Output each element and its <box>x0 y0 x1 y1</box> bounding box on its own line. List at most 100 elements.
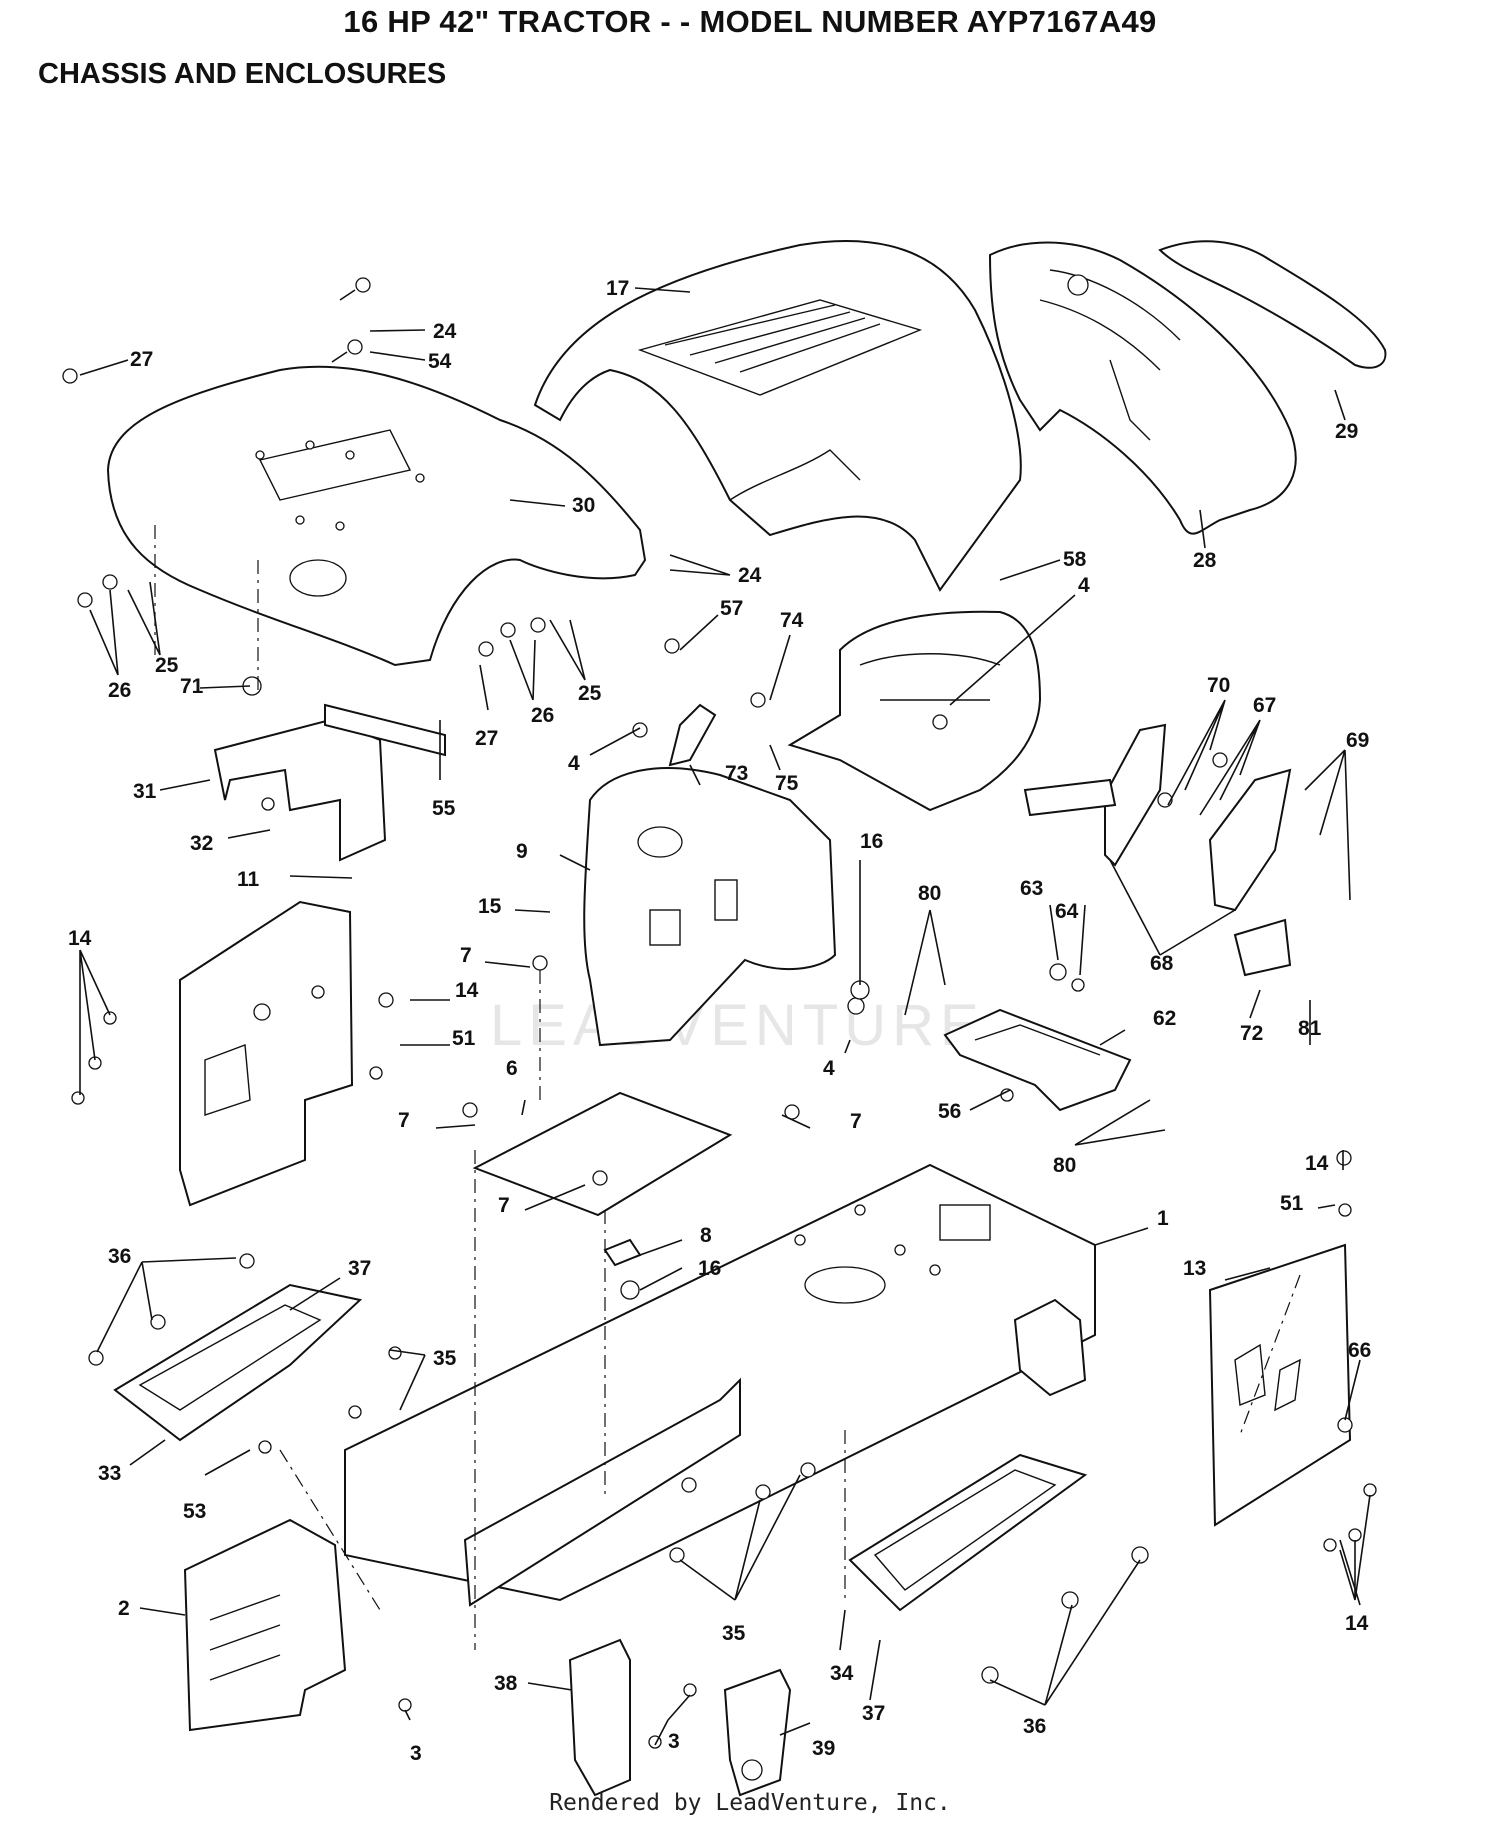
part-81-bracket <box>1233 918 1292 977</box>
callout-29: 29 <box>1335 420 1358 443</box>
callout-35: 35 <box>433 1347 457 1370</box>
callout-58: 58 <box>1063 548 1087 571</box>
callout-66: 66 <box>1348 1339 1371 1362</box>
callout-32: 32 <box>190 832 213 855</box>
part-2-bracket <box>183 1518 347 1732</box>
callout-7: 7 <box>850 1110 862 1133</box>
callout-34: 34 <box>830 1662 854 1685</box>
callout-labels: 17 24 54 27 29 30 24 28 58 4 26 25 26 25… <box>68 277 1371 1765</box>
part-9-console <box>583 767 837 1047</box>
callout-26: 26 <box>531 704 554 727</box>
callout-28: 28 <box>1193 549 1217 572</box>
callout-14: 14 <box>455 979 479 1002</box>
part-13-right-panel <box>1208 1243 1352 1527</box>
alignment-lines <box>154 525 1301 1650</box>
callout-27: 27 <box>130 348 153 371</box>
callout-25: 25 <box>155 654 179 677</box>
part-39-bracket <box>723 1668 792 1797</box>
callout-36: 36 <box>108 1245 131 1268</box>
callout-3: 3 <box>668 1730 680 1753</box>
part-55-plate <box>324 703 446 757</box>
part-68-hood-bracket <box>1023 723 1292 912</box>
callout-62: 62 <box>1153 1007 1176 1030</box>
callout-57: 57 <box>720 597 743 620</box>
callout-80: 80 <box>1053 1154 1076 1177</box>
part-37-step-plate <box>848 1453 1088 1612</box>
callout-14: 14 <box>68 927 92 950</box>
part-58-tank-shroud <box>787 610 1042 812</box>
part-6-floor-plate <box>472 1091 733 1217</box>
callout-11: 11 <box>237 868 260 891</box>
callout-74: 74 <box>780 609 804 632</box>
callout-54: 54 <box>428 350 452 373</box>
part-38-bracket <box>568 1638 631 1797</box>
callout-7: 7 <box>460 944 472 967</box>
callout-17: 17 <box>606 277 629 300</box>
callout-35: 35 <box>722 1622 746 1645</box>
part-33-step-plate <box>113 1283 363 1442</box>
callout-31: 31 <box>133 780 157 803</box>
callout-53: 53 <box>183 1500 206 1523</box>
callout-14: 14 <box>1345 1612 1369 1635</box>
callout-56: 56 <box>938 1100 961 1123</box>
callout-9: 9 <box>516 840 528 863</box>
callout-67: 67 <box>1253 694 1276 717</box>
part-29-grille-insert <box>1158 240 1387 369</box>
callout-68: 68 <box>1150 952 1174 975</box>
callout-70: 70 <box>1207 674 1230 697</box>
callout-81: 81 <box>1298 1017 1322 1040</box>
callout-8: 8 <box>700 1224 712 1247</box>
callout-4: 4 <box>1078 574 1090 597</box>
part-11-left-panel <box>179 900 354 1207</box>
part-31-bracket <box>213 718 387 862</box>
callout-72: 72 <box>1240 1022 1263 1045</box>
callout-4: 4 <box>823 1057 835 1080</box>
callout-75: 75 <box>775 772 799 795</box>
callout-63: 63 <box>1020 877 1043 900</box>
part-8-clip <box>603 1238 642 1267</box>
callout-1: 1 <box>1157 1207 1169 1230</box>
callout-38: 38 <box>494 1672 518 1695</box>
callout-27: 27 <box>475 727 498 750</box>
leadventure-watermark: LEADVENTURE <box>490 993 985 1058</box>
callout-16: 16 <box>860 830 883 853</box>
part-28-grille-shroud <box>988 241 1297 535</box>
footer-credit: Rendered by LeadVenture, Inc. <box>549 1790 951 1816</box>
callout-24: 24 <box>738 564 762 587</box>
callout-71: 71 <box>180 675 204 698</box>
callout-30: 30 <box>572 494 595 517</box>
callout-25: 25 <box>578 682 602 705</box>
callout-13: 13 <box>1183 1257 1206 1280</box>
callout-7: 7 <box>498 1194 510 1217</box>
leader-lines <box>79 287 1371 1746</box>
part-73-link <box>668 703 717 767</box>
hardware-fasteners <box>62 277 1377 1749</box>
callout-64: 64 <box>1055 900 1079 923</box>
callout-14: 14 <box>1305 1152 1329 1175</box>
part-17-hood <box>533 240 1022 592</box>
callout-80: 80 <box>918 882 941 905</box>
callout-37: 37 <box>348 1257 371 1280</box>
callout-2: 2 <box>118 1597 130 1620</box>
callout-51: 51 <box>1280 1192 1304 1215</box>
callout-69: 69 <box>1346 729 1369 752</box>
callout-51: 51 <box>452 1027 476 1050</box>
callout-33: 33 <box>98 1462 121 1485</box>
callout-26: 26 <box>108 679 131 702</box>
page-title: 16 HP 42" TRACTOR - - MODEL NUMBER AYP71… <box>343 4 1157 39</box>
part-30-fender <box>106 365 647 667</box>
callout-3: 3 <box>410 1742 422 1765</box>
callout-7: 7 <box>398 1109 410 1132</box>
callout-55: 55 <box>432 797 456 820</box>
callout-15: 15 <box>478 895 502 918</box>
part-56-seat-bracket <box>943 1008 1132 1112</box>
callout-6: 6 <box>506 1057 518 1080</box>
callout-4: 4 <box>568 752 580 775</box>
part-1-main-frame <box>344 1163 1096 1607</box>
callout-73: 73 <box>725 762 748 785</box>
section-subtitle: CHASSIS AND ENCLOSURES <box>38 58 447 90</box>
callout-16: 16 <box>698 1257 721 1280</box>
callout-39: 39 <box>812 1737 835 1760</box>
callout-37: 37 <box>862 1702 885 1725</box>
